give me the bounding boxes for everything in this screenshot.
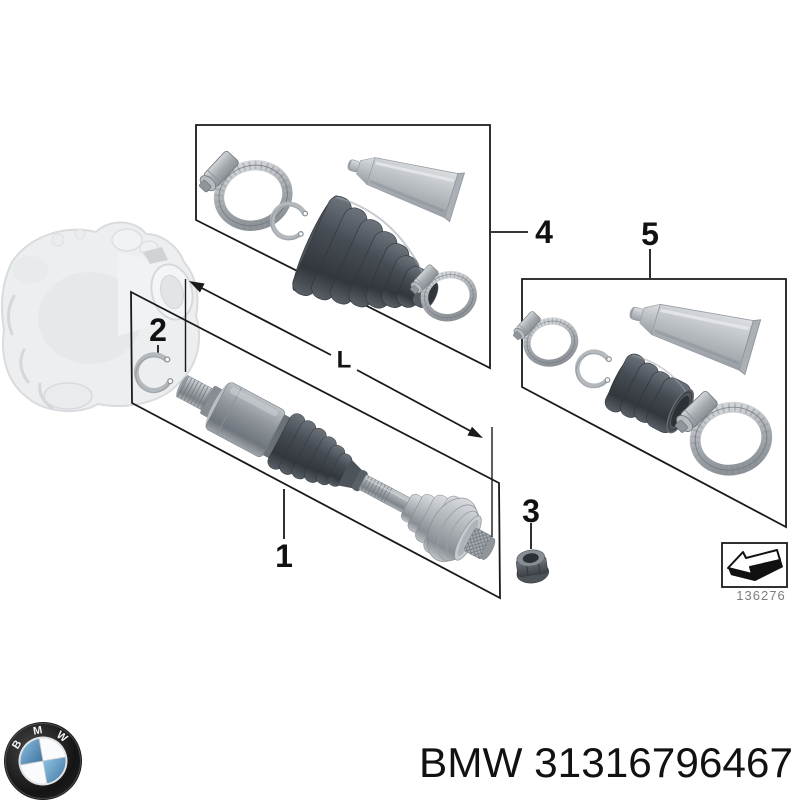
- dimension-label: L: [337, 347, 352, 374]
- ref-box: 136276: [721, 542, 788, 603]
- dimension-extension-lines: [184, 279, 493, 537]
- callout-1: 1: [275, 489, 293, 574]
- ref-box-code: 136276: [736, 588, 785, 603]
- callout-3-number: 3: [522, 493, 540, 529]
- kit-4-contents: [190, 137, 479, 347]
- direction-arrow-icon: [727, 549, 783, 581]
- footer-part-number: BMW 31316796467: [419, 739, 793, 786]
- collar-nut: [515, 549, 550, 584]
- bmw-logo: B M W: [4, 722, 82, 800]
- callout-5-number: 5: [641, 216, 659, 252]
- output-shaft-assembly: [176, 375, 496, 562]
- callout-3: 3: [522, 493, 540, 549]
- hose-clamp-medium: [507, 302, 580, 372]
- kit-box-5-frame: [521, 278, 787, 529]
- circlip: [576, 352, 611, 388]
- logo-quadrants: [20, 738, 66, 784]
- outer-cv-joint: [401, 493, 496, 562]
- shaft-box-frame: [130, 290, 501, 600]
- callout-5: 5: [641, 216, 659, 278]
- dimension-line-L: L: [189, 281, 483, 438]
- kit-box-4-frame: [195, 124, 491, 370]
- shaft-boot-bellows: [267, 413, 368, 492]
- callout-2-number: 2: [149, 312, 167, 348]
- hose-clamp-large: [190, 137, 295, 237]
- kit-5-contents: [507, 282, 773, 481]
- boot-collar: [262, 414, 292, 460]
- callout-4: 4: [491, 214, 553, 250]
- logo-letter-m: M: [32, 724, 43, 737]
- callout-4-number: 4: [535, 214, 553, 250]
- callout-1-number: 1: [275, 538, 293, 574]
- dimension-arrowhead-right: [467, 426, 483, 438]
- differential-housing-ghost: [1, 221, 201, 413]
- dimension-arrowhead-left: [189, 281, 205, 293]
